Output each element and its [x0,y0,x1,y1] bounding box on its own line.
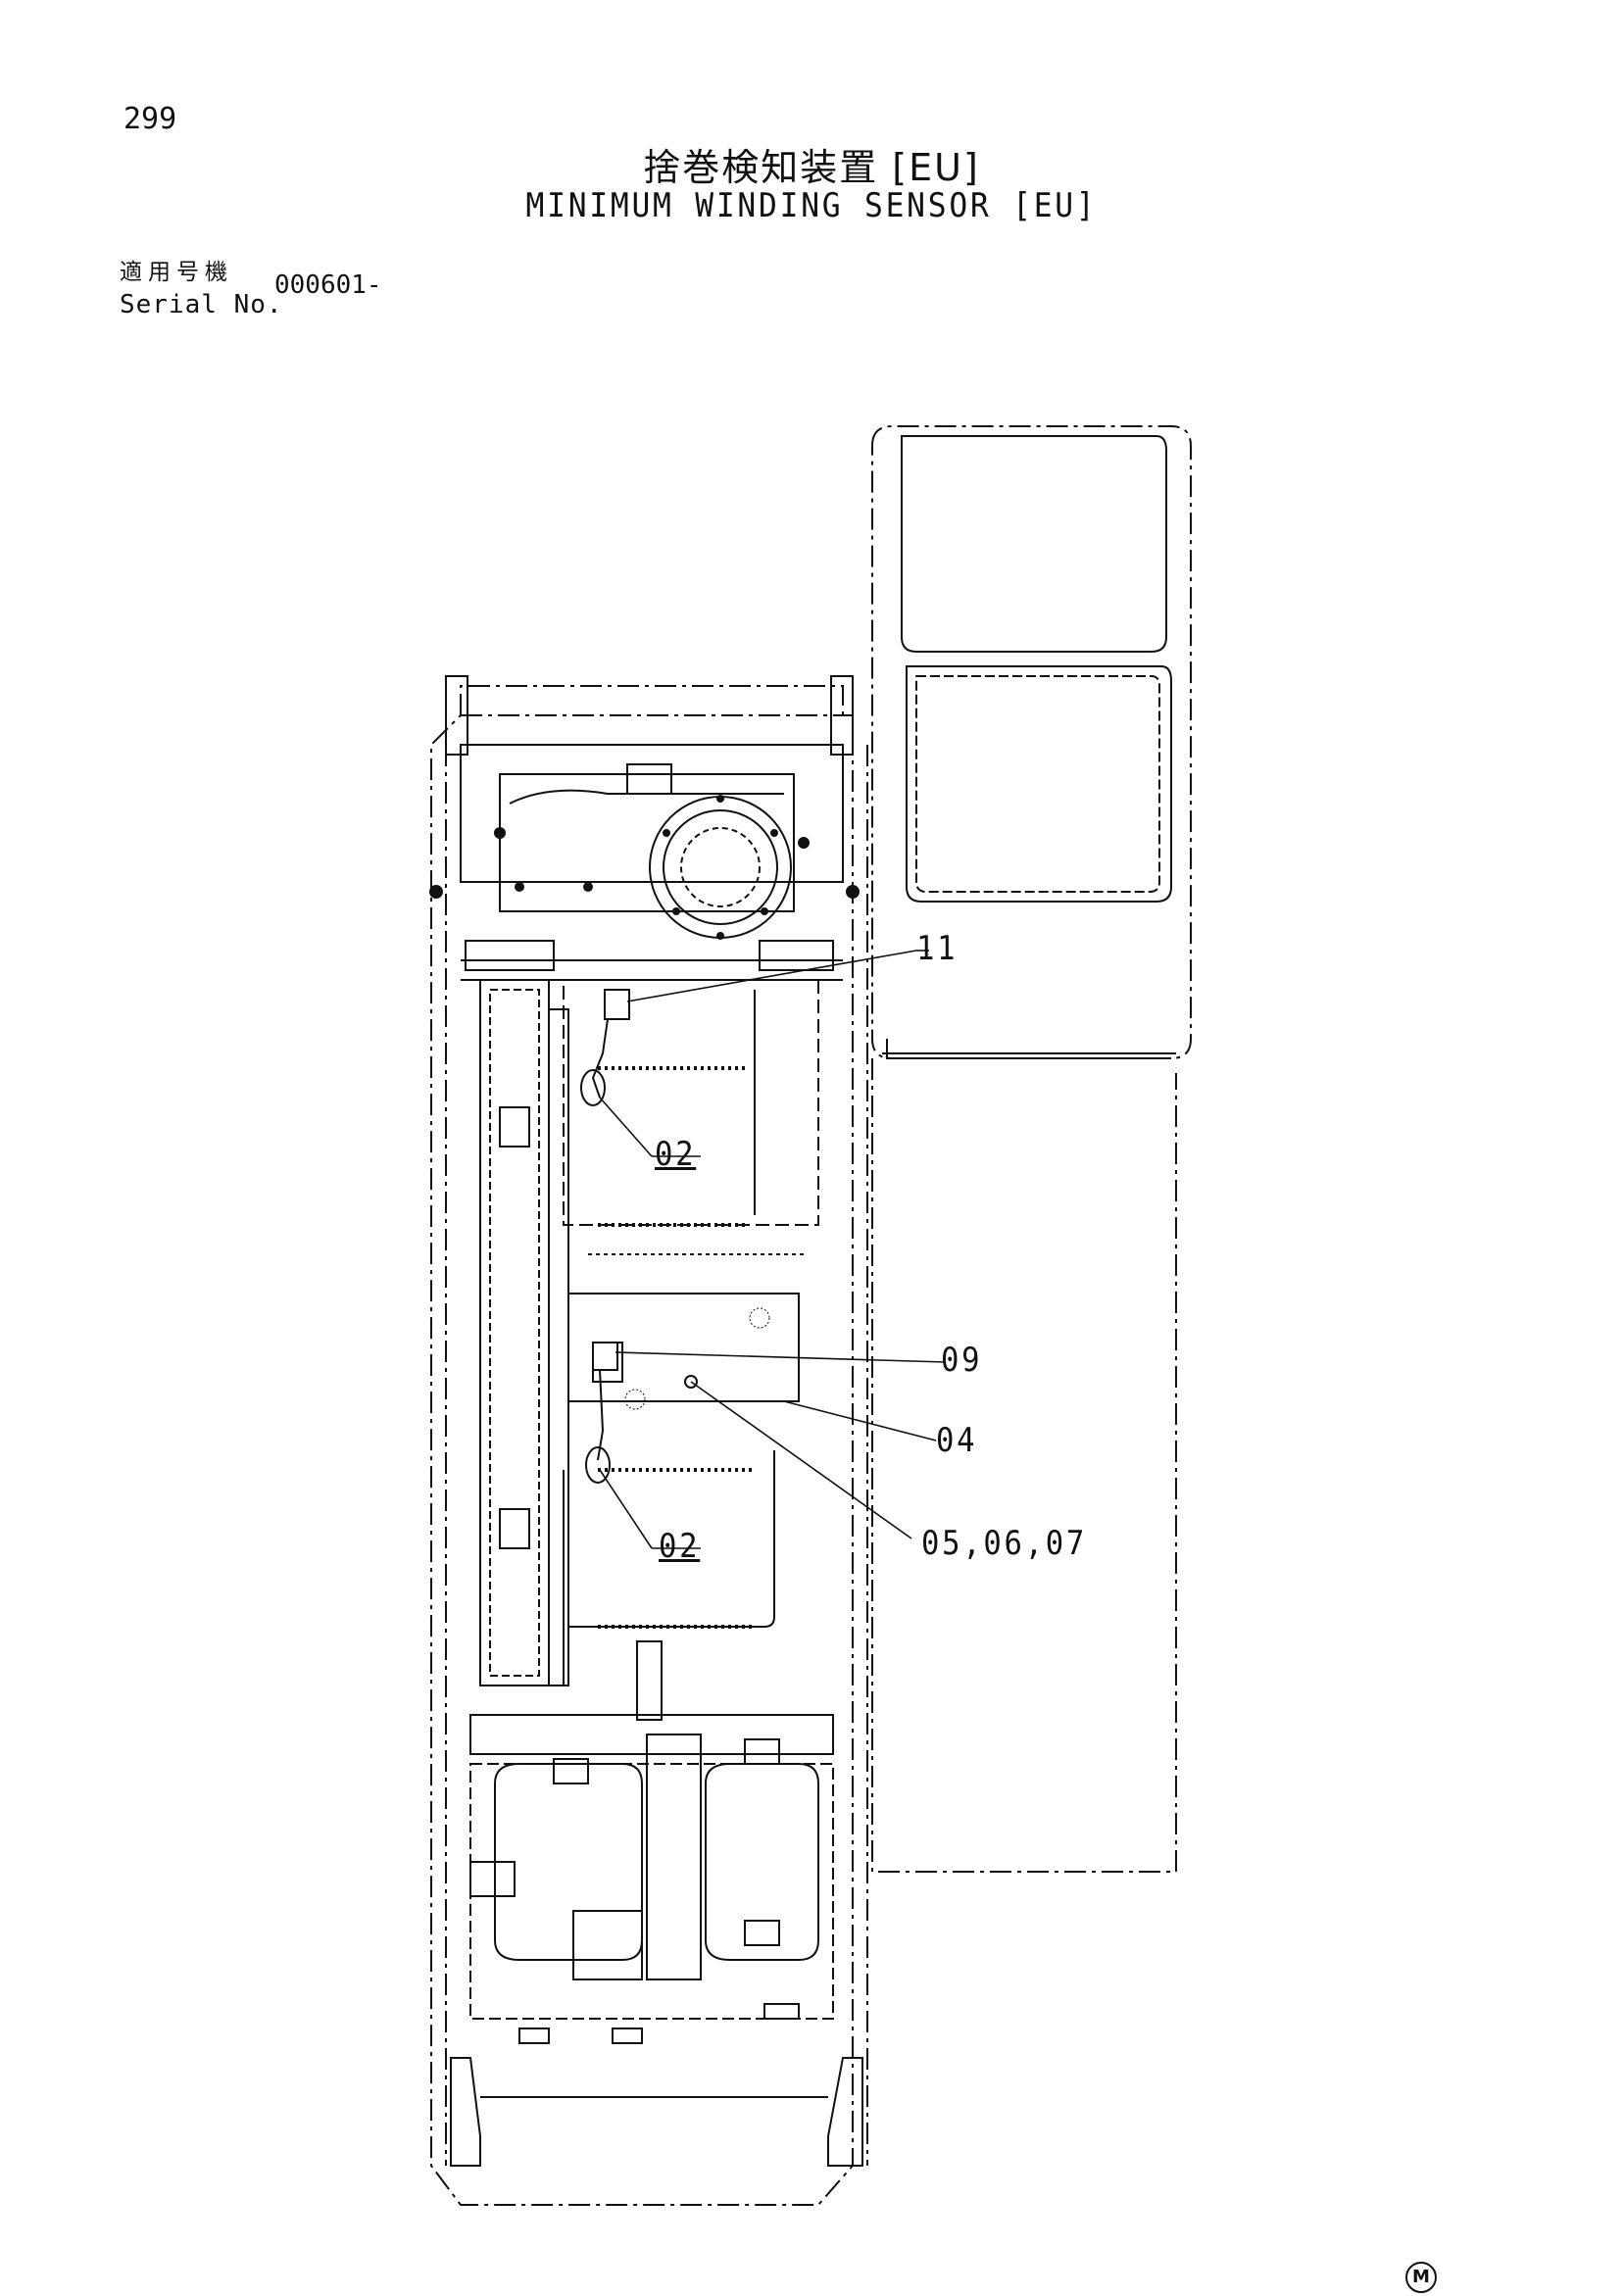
sensor-plate [567,1293,800,1402]
callout-05-06-07: 05,06,07 [921,1524,1087,1563]
sensor-11 [580,989,630,1106]
upper-frame [445,675,854,912]
leader-lines [599,950,947,1549]
frame-feet [450,2057,863,2167]
callout-02-lower: 02 [659,1527,701,1566]
page-number: 299 [123,102,177,136]
circled-m-mark: M [1405,2262,1437,2293]
chains [598,1066,755,1629]
callout-02-upper: 02 [655,1135,697,1174]
main-frame-outline [430,685,868,2206]
cab-outline [871,425,1192,1873]
callout-04: 04 [936,1421,978,1460]
callout-11: 11 [916,929,959,968]
gear-bolts [429,795,860,940]
side-rails [461,940,843,1686]
callout-09: 09 [941,1341,983,1380]
serial-label-japanese: 適用号機 [120,260,233,285]
drum-gear [649,796,792,939]
central-chamber [563,979,819,1685]
page-title-japanese: 捨巻検知装置 [EU] [643,146,980,189]
mesh-patterns [624,1307,770,1410]
lower-frame [469,1640,834,2044]
serial-label-english: Serial No. [120,290,283,319]
sensor-09 [585,1342,618,1484]
serial-number-value: 000601- [274,270,382,300]
page-title-english: MINIMUM WINDING SENSOR [EU] [525,186,1098,225]
cab-windows [882,435,1176,1059]
